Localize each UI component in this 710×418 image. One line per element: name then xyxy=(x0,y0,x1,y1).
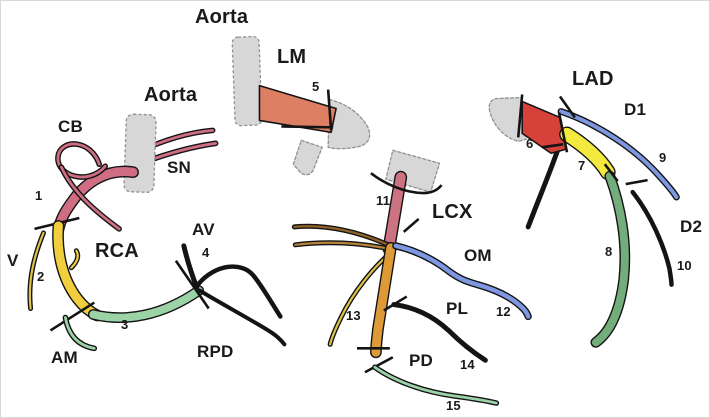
segment-3-number: 3 xyxy=(121,317,129,332)
tick-seg5-vertical xyxy=(326,89,333,131)
segment-4-number: 4 xyxy=(202,245,210,260)
tick-seg2-seg3 xyxy=(49,301,95,332)
tick-seg5-horizontal xyxy=(281,125,334,129)
lad-segment-6 xyxy=(521,100,567,155)
tick-seg6-left xyxy=(516,94,524,138)
v-branch xyxy=(28,231,45,310)
lad-septal-branch xyxy=(525,146,561,230)
rca-segment-3 xyxy=(89,286,203,322)
label-lcx: LCX xyxy=(432,201,473,223)
tick-seg6-short xyxy=(541,143,564,149)
segment-1-number: 1 xyxy=(35,188,43,203)
label-am: AM xyxy=(51,348,78,367)
label-aorta-center: Aorta xyxy=(195,6,249,28)
tick-d2-origin xyxy=(625,178,648,186)
segment-9-number: 9 xyxy=(659,150,667,165)
segment-2-number: 2 xyxy=(37,269,45,284)
segment-12-number: 12 xyxy=(496,304,511,319)
label-pd: PD xyxy=(409,351,434,370)
segment-11-number: 11 xyxy=(376,193,391,208)
label-pl: PL xyxy=(446,299,469,318)
tick-seg3-seg4 xyxy=(174,260,210,310)
segment-13-number: 13 xyxy=(346,308,361,323)
pl-branch-segment-14 xyxy=(391,302,488,363)
pd-branch-segment-15 xyxy=(373,365,498,405)
lm-segment-5 xyxy=(258,84,337,134)
om-branch-segment-12 xyxy=(393,243,531,319)
segment-5-number: 5 xyxy=(312,79,320,94)
label-sn: SN xyxy=(167,158,192,177)
tick-seg6-seg7 xyxy=(557,112,569,153)
lad-segment-7 xyxy=(560,127,615,179)
label-rca: RCA xyxy=(95,240,139,262)
label-lm: LM xyxy=(277,46,307,68)
rpd-branch-lower xyxy=(197,288,287,347)
lcx-left-branch-middle xyxy=(294,241,395,251)
lad-aorta-stub xyxy=(488,96,527,142)
label-v: V xyxy=(7,251,19,270)
am-branch xyxy=(63,316,96,350)
segment-10-number: 10 xyxy=(677,258,692,273)
pd-branch-segment-15-outline xyxy=(372,364,500,406)
tick-seg11-top xyxy=(370,172,443,195)
segment-8-number: 8 xyxy=(605,244,613,259)
tick-pd-origin xyxy=(364,356,394,374)
label-rpd: RPD xyxy=(197,342,234,361)
d2-branch-segment-10 xyxy=(630,189,674,287)
label-av: AV xyxy=(192,220,215,239)
rca-aorta-stub xyxy=(123,113,157,193)
lm-bifurcation-down xyxy=(292,139,323,176)
label-lad: LAD xyxy=(572,68,614,90)
tick-seg7-seg8 xyxy=(603,163,619,182)
av-branch xyxy=(181,243,200,291)
lm-bifurcation-right xyxy=(327,98,371,150)
lm-aorta-stub xyxy=(231,35,263,127)
rpd-branch-upper xyxy=(196,264,283,319)
lcx-left-branch-lower xyxy=(329,250,393,346)
segment-7-number: 7 xyxy=(578,158,586,173)
lcx-segment-13 xyxy=(371,243,396,357)
conus-branch-tail xyxy=(60,165,121,231)
segment-15-number: 15 xyxy=(446,398,461,413)
lcx-left-branch-upper xyxy=(293,225,394,248)
label-cb: CB xyxy=(58,117,83,136)
tick-d1-origin xyxy=(558,95,576,119)
d1-branch-segment-9 xyxy=(559,109,679,200)
lad-segment-8 xyxy=(591,172,629,347)
segment-6-number: 6 xyxy=(526,136,534,151)
label-aorta-left: Aorta xyxy=(144,84,198,106)
label-d2: D2 xyxy=(680,217,703,236)
segment-14-number: 14 xyxy=(460,357,475,372)
rca-segment-2-twig xyxy=(70,249,79,269)
label-d1: D1 xyxy=(624,100,647,119)
tick-seg11-seg13 xyxy=(402,217,420,233)
label-om: OM xyxy=(464,246,492,265)
